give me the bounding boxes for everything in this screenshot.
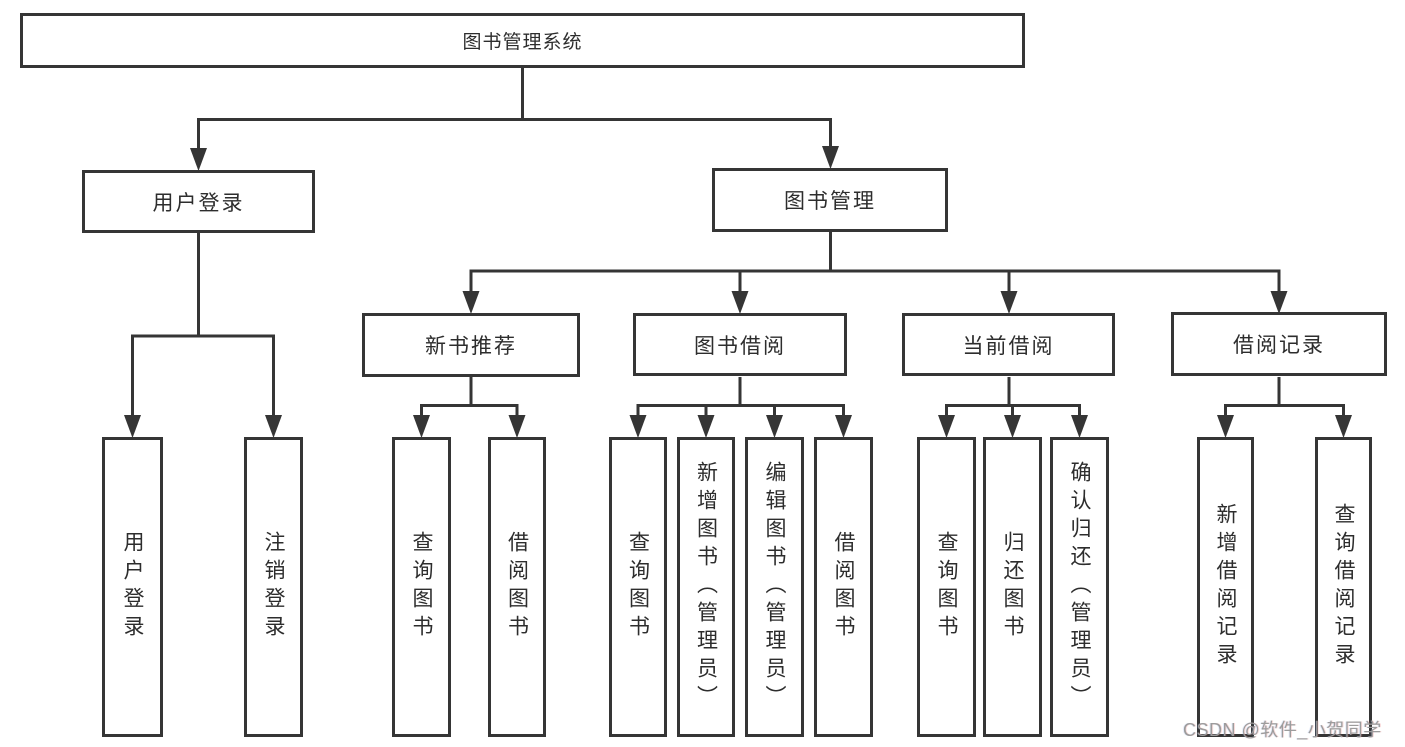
arrow-down-icon bbox=[835, 415, 852, 438]
arrow-down-icon bbox=[697, 415, 715, 438]
leaf-add-borrow-record: 新增借阅记录 bbox=[1197, 437, 1254, 737]
leaf-borrow-book: 借阅图书 bbox=[814, 437, 873, 737]
arrow-down-icon bbox=[1071, 415, 1088, 438]
node-library-management-system: 图书管理系统 bbox=[20, 13, 1025, 68]
arrow-down-icon bbox=[1335, 415, 1352, 438]
arrow-down-icon bbox=[265, 415, 282, 438]
leaf-add-book-admin: 新增图书（管理员） bbox=[677, 437, 735, 737]
node-borrowing-records: 借阅记录 bbox=[1171, 312, 1387, 376]
arrowheads bbox=[124, 146, 1352, 438]
tree-connector-path bbox=[131, 68, 1345, 417]
leaf-return-book: 归还图书 bbox=[983, 437, 1042, 737]
node-book-borrowing: 图书借阅 bbox=[633, 313, 847, 376]
leaf-query-book-current: 查询图书 bbox=[917, 437, 976, 737]
csdn-watermark: CSDN @软件_小贺同学 bbox=[1183, 720, 1382, 740]
arrow-down-icon bbox=[731, 291, 749, 314]
arrow-down-icon bbox=[462, 291, 480, 314]
leaf-edit-book-admin: 编辑图书（管理员） bbox=[745, 437, 804, 737]
leaf-borrow-book-recommend: 借阅图书 bbox=[488, 437, 546, 737]
leaf-query-book-recommend: 查询图书 bbox=[392, 437, 451, 737]
node-new-book-recommendation: 新书推荐 bbox=[362, 313, 580, 377]
node-current-borrowing: 当前借阅 bbox=[902, 313, 1115, 376]
arrow-down-icon bbox=[1000, 291, 1018, 314]
leaf-user-login: 用户登录 bbox=[102, 437, 163, 737]
arrow-down-icon bbox=[1217, 415, 1234, 438]
node-book-management: 图书管理 bbox=[712, 168, 948, 232]
leaf-query-borrow-record: 查询借阅记录 bbox=[1315, 437, 1372, 737]
arrow-down-icon bbox=[190, 148, 207, 171]
arrow-down-icon bbox=[938, 415, 955, 438]
arrow-down-icon bbox=[766, 415, 783, 438]
arrow-down-icon bbox=[629, 415, 647, 438]
arrow-down-icon bbox=[124, 415, 141, 438]
arrow-down-icon bbox=[1004, 415, 1021, 438]
leaf-query-book-borrow: 查询图书 bbox=[609, 437, 667, 737]
arrow-down-icon bbox=[413, 415, 430, 438]
node-user-login: 用户登录 bbox=[82, 170, 315, 233]
leaf-confirm-return-admin: 确认归还（管理员） bbox=[1050, 437, 1109, 737]
arrow-down-icon bbox=[1270, 291, 1288, 314]
arrow-down-icon bbox=[822, 146, 839, 169]
leaf-logout: 注销登录 bbox=[244, 437, 303, 737]
arrow-down-icon bbox=[508, 415, 526, 438]
